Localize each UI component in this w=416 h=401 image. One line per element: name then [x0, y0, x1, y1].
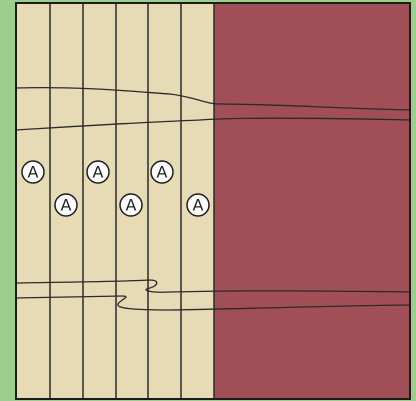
marker-a-2-label: A [93, 163, 104, 182]
marker-a-3: A [151, 161, 173, 183]
marker-a-6-label: A [193, 196, 204, 215]
marker-a-5: A [120, 194, 142, 216]
marker-a-2: A [87, 161, 109, 183]
marker-a-3-label: A [157, 163, 168, 182]
marker-a-5-label: A [126, 196, 137, 215]
marker-a-1: A [22, 161, 44, 183]
beige-panel [16, 3, 214, 399]
marker-a-6: A [187, 194, 209, 216]
maroon-panel [214, 3, 410, 399]
marker-a-1-label: A [28, 163, 39, 182]
marker-a-4-label: A [61, 196, 72, 215]
marker-a-4: A [55, 194, 77, 216]
